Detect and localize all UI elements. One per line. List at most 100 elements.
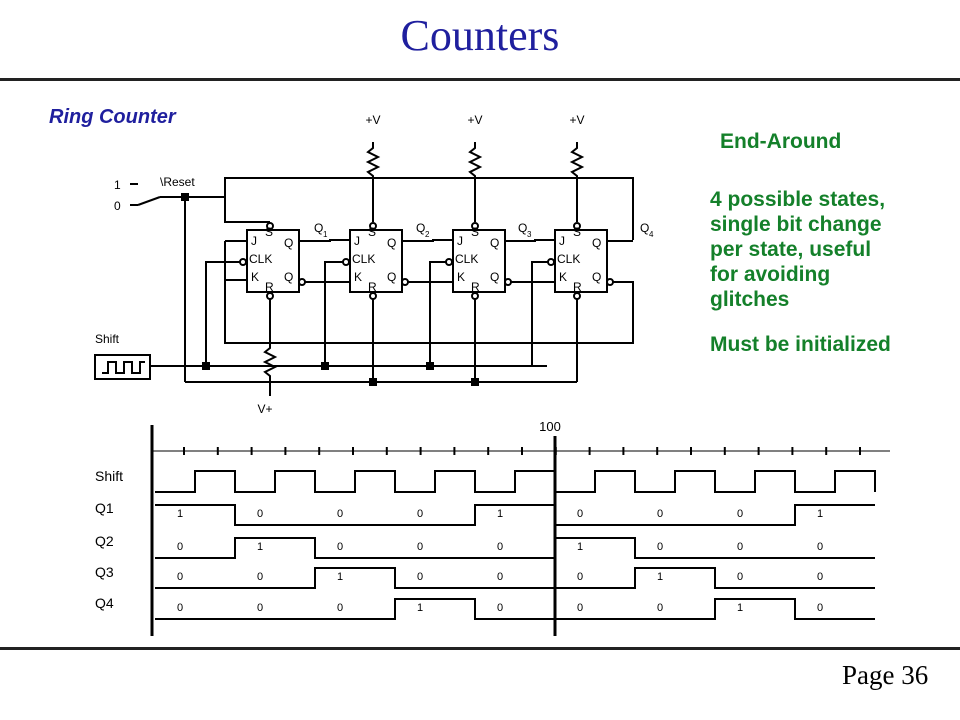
- reset-label: \Reset: [160, 175, 195, 189]
- pin-q: Q: [387, 236, 396, 250]
- slide-title: Counters: [400, 11, 560, 60]
- value-q3: 0: [817, 571, 823, 583]
- value-q2: 0: [417, 541, 423, 553]
- reset-to-ff1: [224, 197, 270, 223]
- timing-marker-label: 100: [539, 419, 561, 434]
- value-q2: 0: [177, 541, 183, 553]
- waveform-q4: [155, 598, 875, 620]
- flipflop-2: [349, 229, 403, 293]
- pin-s: S: [368, 225, 376, 239]
- value-q2: 0: [657, 541, 663, 553]
- value-q1: 0: [337, 508, 343, 520]
- value-q4: 0: [177, 602, 183, 614]
- pin-j: J: [354, 234, 360, 248]
- value-q3: 0: [257, 571, 263, 583]
- value-q4: 0: [657, 602, 663, 614]
- pin-j: J: [457, 234, 463, 248]
- pin-q: Q: [592, 236, 601, 250]
- shift-waveform: [155, 470, 876, 493]
- pin-s: S: [265, 225, 273, 239]
- supply-label: +V: [365, 113, 380, 127]
- pin-k: K: [251, 270, 259, 284]
- signal-label-shift: Shift: [95, 468, 123, 484]
- pin-clk: CLK: [557, 252, 580, 266]
- supply-label: +V: [467, 113, 482, 127]
- value-q3: 1: [657, 571, 663, 583]
- notes-heading: End-Around: [720, 130, 842, 153]
- reset-bus: [224, 177, 634, 240]
- notes-description: 4 possible states, single bit change per…: [710, 188, 886, 311]
- pin-j: J: [251, 234, 257, 248]
- output-subscript: 2: [425, 230, 430, 239]
- waveform-q3: [155, 567, 875, 589]
- pin-j: J: [559, 234, 565, 248]
- reset-bus-bottom: [185, 299, 578, 396]
- value-q3: 1: [337, 571, 343, 583]
- clock-bus: [94, 261, 548, 380]
- pin-r: R: [368, 280, 377, 294]
- ground-label: V+: [257, 402, 272, 416]
- value-q1: 0: [657, 508, 663, 520]
- pin-k: K: [354, 270, 362, 284]
- slide-subtitle: Ring Counter: [49, 106, 176, 128]
- pin-qbar: Q: [490, 270, 499, 284]
- pin-qbar: Q: [284, 270, 293, 284]
- output-label: Q: [416, 221, 425, 235]
- value-q3: 0: [737, 571, 743, 583]
- top-divider: [0, 78, 960, 81]
- value-q3: 0: [577, 571, 583, 583]
- signal-label-q1: Q1: [95, 500, 114, 516]
- switch-high-label: 1: [114, 178, 121, 192]
- supply-label: +V: [569, 113, 584, 127]
- output-label: Q: [640, 221, 649, 235]
- output-subscript: 3: [527, 230, 532, 239]
- value-q3: 0: [177, 571, 183, 583]
- value-q4: 0: [577, 602, 583, 614]
- value-q4: 0: [337, 602, 343, 614]
- value-q4: 1: [417, 602, 423, 614]
- value-q4: 0: [497, 602, 503, 614]
- value-q4: 0: [817, 602, 823, 614]
- value-q1: 1: [817, 508, 823, 520]
- switch-low-label: 0: [114, 199, 121, 213]
- pin-clk: CLK: [352, 252, 375, 266]
- switch-lever: [137, 196, 161, 206]
- value-q1: 1: [177, 508, 183, 520]
- value-q2: 1: [257, 541, 263, 553]
- value-q3: 0: [497, 571, 503, 583]
- value-q1: 0: [257, 508, 263, 520]
- value-q1: 0: [417, 508, 423, 520]
- output-label: Q: [314, 221, 323, 235]
- value-q4: 1: [737, 602, 743, 614]
- pin-qbar: Q: [592, 270, 601, 284]
- value-q1: 0: [737, 508, 743, 520]
- pin-q: Q: [284, 236, 293, 250]
- ring-counter-circuit: [94, 142, 634, 396]
- pin-s: S: [573, 225, 581, 239]
- value-q4: 0: [257, 602, 263, 614]
- pin-r: R: [573, 280, 582, 294]
- pin-k: K: [457, 270, 465, 284]
- pin-r: R: [471, 280, 480, 294]
- value-q2: 0: [497, 541, 503, 553]
- value-q1: 1: [497, 508, 503, 520]
- pin-clk: CLK: [249, 252, 272, 266]
- value-q2: 0: [737, 541, 743, 553]
- value-q2: 0: [817, 541, 823, 553]
- flipflop-4: [554, 229, 608, 293]
- pin-q: Q: [490, 236, 499, 250]
- bottom-divider: [0, 647, 960, 650]
- signal-label-q2: Q2: [95, 533, 114, 549]
- output-subscript: 4: [649, 230, 654, 239]
- page-number: Page 36: [842, 660, 929, 690]
- signal-label-q3: Q3: [95, 564, 114, 580]
- signal-label-q4: Q4: [95, 595, 114, 611]
- supply-resistors: [365, 142, 585, 222]
- junction-dots: [181, 193, 479, 386]
- value-q1: 0: [577, 508, 583, 520]
- pin-k: K: [559, 270, 567, 284]
- clock-label: Shift: [95, 332, 120, 346]
- pin-clk: CLK: [455, 252, 478, 266]
